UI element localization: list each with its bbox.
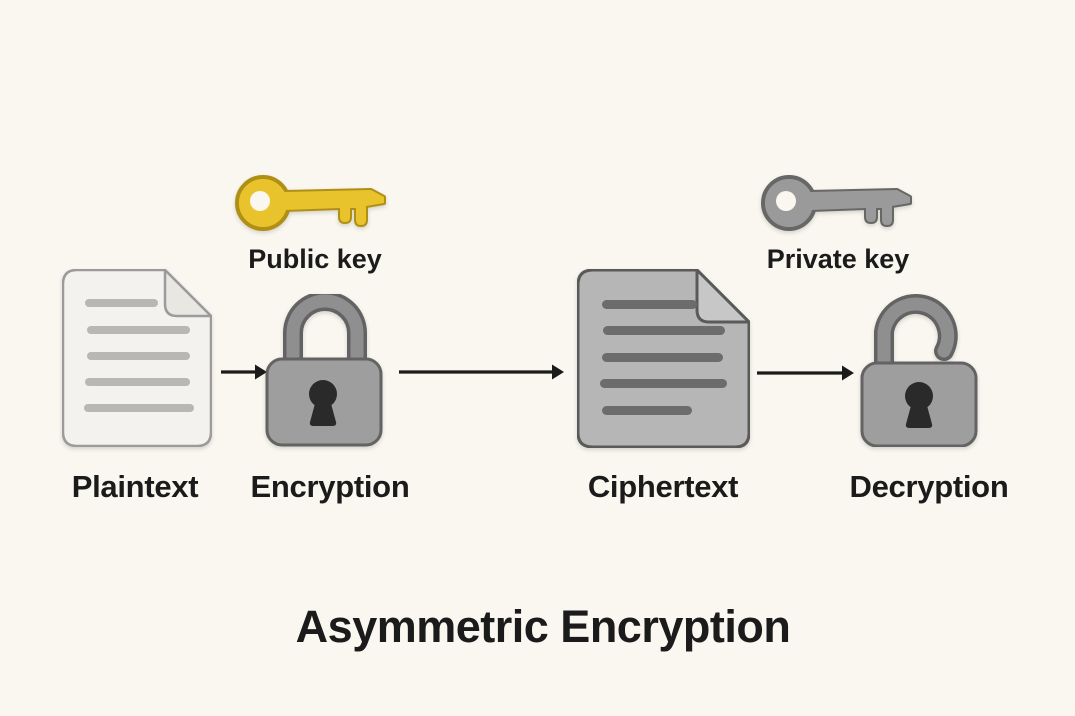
arrow-ciphertext-to-decryption-icon <box>757 365 854 381</box>
arrow-plaintext-to-encryption-icon <box>221 364 267 380</box>
arrow-encryption-to-ciphertext-icon <box>399 364 564 380</box>
public-key-label: Public key <box>248 244 382 274</box>
public-key-icon <box>235 175 386 231</box>
plaintext-document-icon <box>62 269 212 447</box>
encryption-closed-padlock-icon <box>265 294 383 447</box>
decryption-label: Decryption <box>849 469 1009 504</box>
encryption-label: Encryption <box>250 469 410 504</box>
plaintext-label: Plaintext <box>71 469 199 504</box>
private-key-label: Private key <box>766 244 910 274</box>
ciphertext-document-icon <box>577 269 750 448</box>
private-key-icon <box>761 175 912 231</box>
ciphertext-label: Ciphertext <box>587 469 739 504</box>
diagram-title: Asymmetric Encryption <box>295 601 791 652</box>
decryption-open-padlock-icon <box>860 293 978 447</box>
